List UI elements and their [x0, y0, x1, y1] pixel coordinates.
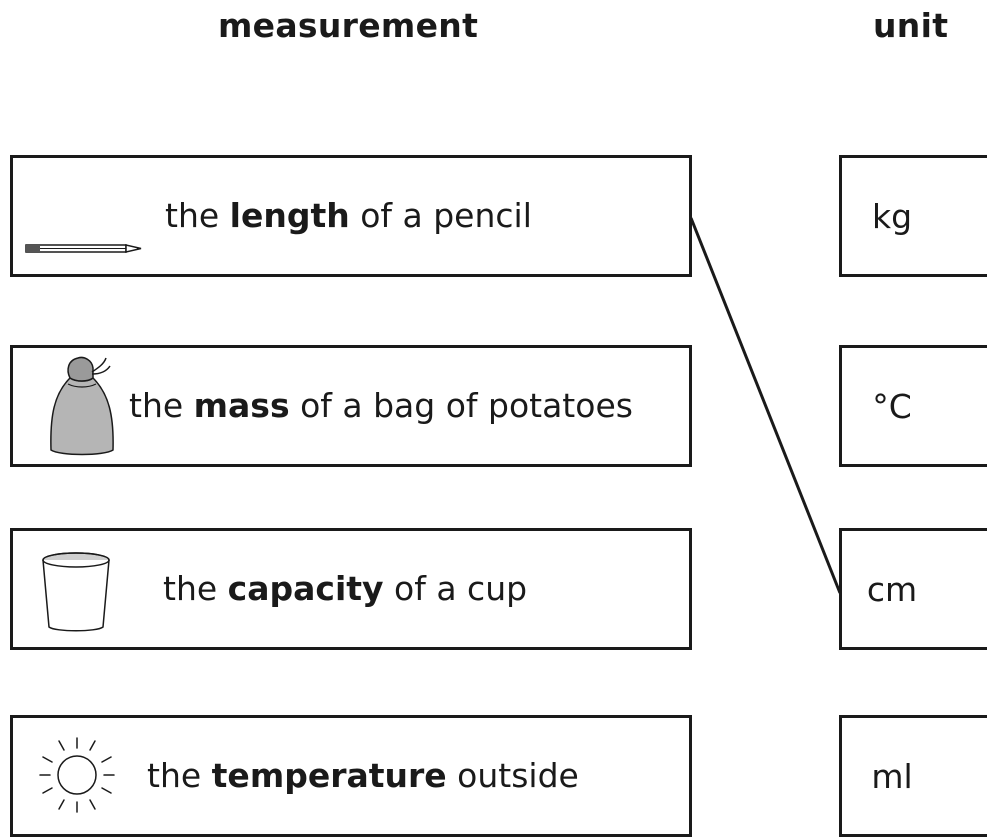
matching-line: [689, 217, 842, 594]
measurement-card-temperature[interactable]: the temperature outside: [10, 715, 692, 837]
measurement-label-mass: the mass of a bag of potatoes: [129, 386, 633, 425]
unit-heading: unit: [873, 6, 949, 45]
unit-card-celsius[interactable]: °C: [839, 345, 987, 467]
unit-card-ml[interactable]: ml: [839, 715, 987, 837]
pencil-icon: [25, 244, 142, 253]
unit-label-cm: cm: [866, 570, 918, 609]
measurement-label-temperature: the temperature outside: [147, 756, 579, 795]
sun-icon: [39, 737, 115, 813]
unit-label-kg: kg: [871, 197, 913, 236]
unit-label-celsius: °C: [872, 387, 912, 426]
unit-card-cm[interactable]: cm: [839, 528, 987, 650]
measurement-heading: measurement: [218, 6, 479, 45]
measurement-label-length: the length of a pencil: [165, 196, 532, 235]
unit-label-ml: ml: [871, 757, 913, 796]
cup-icon: [42, 552, 110, 632]
potato-sack-icon: [50, 356, 114, 456]
measurement-card-capacity[interactable]: the capacity of a cup: [10, 528, 692, 650]
measurement-card-mass[interactable]: the mass of a bag of potatoes: [10, 345, 692, 467]
unit-card-kg[interactable]: kg: [839, 155, 987, 277]
measurement-label-capacity: the capacity of a cup: [163, 569, 528, 608]
measurement-card-length[interactable]: the length of a pencil: [10, 155, 692, 277]
